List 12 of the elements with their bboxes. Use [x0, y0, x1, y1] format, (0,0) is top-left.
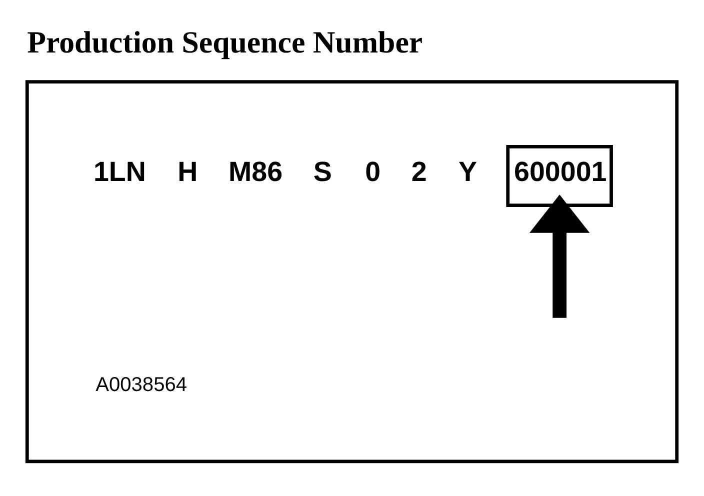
arrow: [529, 194, 590, 318]
label: S: [313, 156, 332, 187]
label: A0038564: [96, 374, 188, 396]
label: Y: [458, 156, 478, 187]
label: 1LN: [93, 156, 146, 187]
label: 0: [365, 156, 381, 187]
diagram-title: Production Sequence Number: [27, 24, 423, 59]
label: 2: [411, 156, 427, 187]
label: M86: [228, 156, 283, 187]
cluster: [25, 80, 679, 463]
node-box: 600001: [506, 144, 613, 206]
label: H: [178, 156, 198, 187]
